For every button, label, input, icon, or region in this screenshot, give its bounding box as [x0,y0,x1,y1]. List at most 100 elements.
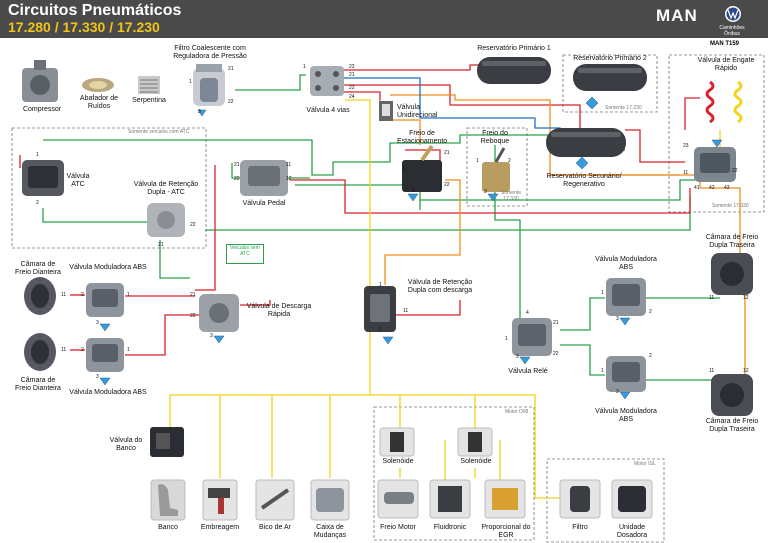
label-abafador: Abafador de Ruídos [79,95,119,110]
note-motor-d08: Motor D08 [505,409,529,415]
port-label: 1 [36,152,39,158]
label-camara-diant1: Câmara de Freio Dianteira [15,261,61,276]
port-label: 22 [732,168,738,174]
header-bar: Circuitos Pneumáticos 17.280 / 17.330 / … [0,0,768,38]
port-label: 22 [444,182,450,188]
label-compressor: Compressor [22,106,62,113]
engate-icon [694,80,743,182]
label-engate: Válvula de Engate Rápido [697,57,755,72]
port-label: 1 [476,158,479,164]
label-solenoide2: Solenóide [460,458,492,465]
note-sem-atc: Veículos sem ATC [226,244,264,264]
port-label: 11 [709,295,715,301]
model-label: MAN T159 [710,41,740,47]
pedal-icon [240,160,288,196]
abs-tras2-icon [606,356,646,392]
label-abs-diant1: Válvula Moduladora ABS [69,264,147,271]
port-label: 22 [234,176,240,182]
dosadora-icon [611,479,653,519]
port-label: 1 [601,290,604,296]
port-label: 21 [444,150,450,156]
note-17330-reboque: Somente 17.330 [500,190,521,202]
port-label: 41 [694,185,700,191]
egr-icon [484,479,526,519]
label-retencao-atc: Válvula de Retenção Dupla - ATC [133,181,199,196]
label-camara-diant2: Câmara de Freio Dianteira [15,377,61,392]
label-res-prim2: Reservatório Primário 2 [573,55,647,62]
label-filtro-isl: Filtro [572,524,588,531]
port-label: 3 [96,374,99,380]
port-label: 21 [553,320,559,326]
serpentina-icon [138,76,160,94]
label-freio-estac: Freio de Estacionamento [397,130,448,145]
port-label: 12 [743,295,749,301]
port-label: 2 [36,200,39,206]
camara-tras1-icon [711,253,753,295]
note-17230: Somente 17.230 [605,105,642,111]
port-label: 2 [649,353,652,359]
label-caixa: Caixa de Mudanças [313,524,347,539]
label-dosadora: Unidade Dosadora [616,524,648,539]
label-embreagem: Embreagem [200,524,240,531]
banco-icon [150,479,186,521]
port-label: 3 [210,333,213,339]
camara-diant1-icon [24,277,56,315]
page-subtitle: 17.280 / 17.330 / 17.230 [8,19,160,35]
fluidtronic-icon [429,479,471,519]
port-label: 12 [743,368,749,374]
label-freio-motor: Freio Motor [380,524,416,531]
retencao-desc-icon [364,286,396,332]
abs-diant1-icon [86,283,124,317]
label-solenoide1: Solenóide [382,458,414,465]
solenoide2-icon [457,427,493,457]
man-logo: MAN [656,6,698,25]
label-pedal: Válvula Pedal [242,200,286,207]
valv-banco-icon [150,427,184,457]
label-abs-diant2: Válvula Moduladora ABS [69,389,147,396]
vw-logo-icon [725,6,741,22]
port-label: 11 [286,162,292,168]
port-label: 21 [234,162,240,168]
motor-d08-box [373,406,535,541]
port-label: 1 [379,282,382,288]
port-label: 1 [402,166,405,172]
atc-icon [22,160,64,196]
solenoide1-icon [379,427,415,457]
compressor-icon [22,60,58,102]
label-serpentina: Serpentina [132,97,166,104]
port-label: 3 [616,389,619,395]
note-17330-engate: Somente 17.330 [712,203,749,209]
res-sec-icon [546,128,626,157]
label-egr: Proporcional do EGR [481,524,531,539]
port-label: 1 [189,79,192,85]
rele-icon [512,318,552,356]
label-filtro: Filtro Coalescente com Reguladora de Pre… [173,45,247,60]
label-unidirecional: Válvula Unidirecional [397,104,438,119]
label-fluidtronic: Fluidtronic [433,524,467,531]
port-label: 11 [61,347,67,353]
port-label: 11 [61,292,67,298]
port-label: 22 [190,222,196,228]
port-label: 22 [228,99,234,105]
port-label: 22 [190,313,196,319]
port-label: 11 [683,170,689,176]
caixa-icon [310,479,350,521]
reboque-group-box [466,127,528,207]
port-label: 12 [286,176,292,182]
abs-diant2-icon [86,338,124,372]
abs-tras1-icon [606,278,646,316]
port-label: 11 [403,308,409,314]
label-rele: Válvula Relé [508,368,548,375]
valvula-4-vias-icon [310,66,344,96]
port-label: 43 [724,185,730,191]
freio-reboque-icon [482,147,510,192]
port-label: 21 [190,292,196,298]
port-label: 23 [683,143,689,149]
label-camara-tras2: Câmara de Freio Dupla Traseira [705,418,759,433]
port-label: 3 [516,354,519,360]
res-prim2-icon [573,64,647,91]
label-freio-reboque: Freio do Reboque [480,130,510,145]
port-label: 3 [484,189,487,195]
port-label: 4 [526,310,529,316]
port-label: 3 [96,320,99,326]
